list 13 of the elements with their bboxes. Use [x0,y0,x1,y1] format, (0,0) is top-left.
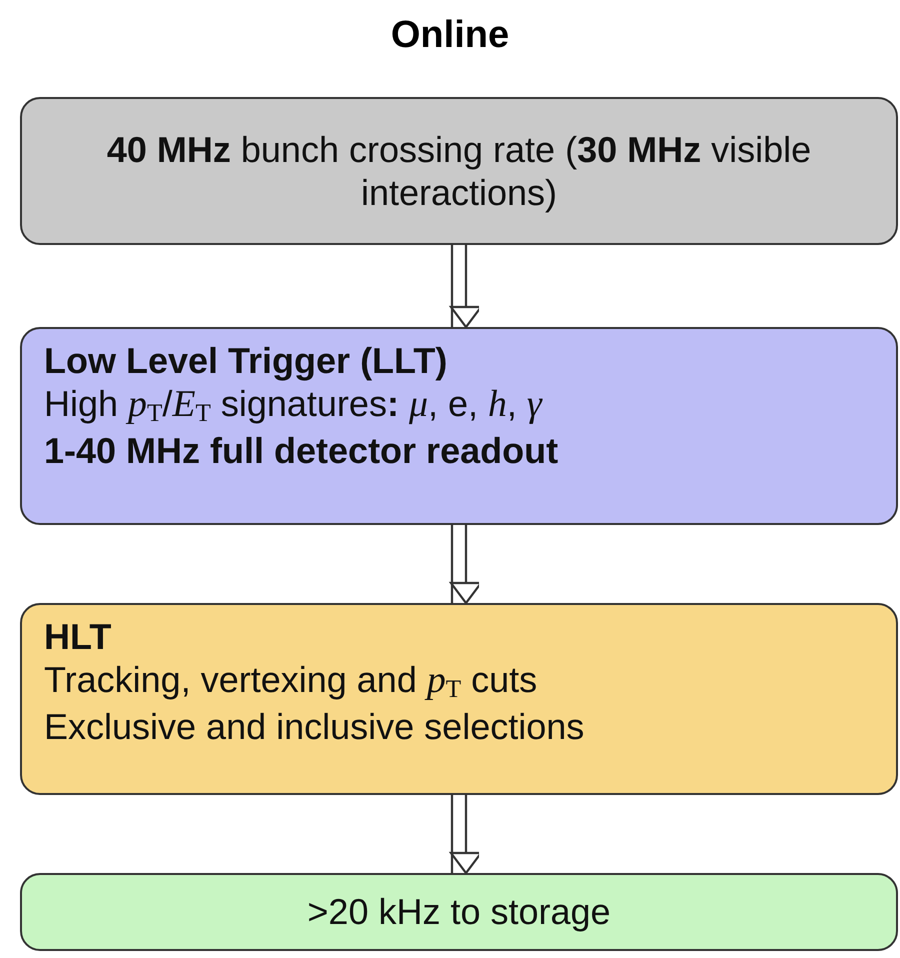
box-heading: HLT [44,615,112,658]
box-text: Tracking, vertexing and p$_{T}$ cuts [44,658,538,706]
process-box [20,97,898,245]
box-heading: Low Level Trigger (LLT) [44,339,448,382]
box-text: 1-40 MHz full detector readout [44,429,560,473]
process-box [20,873,898,951]
process-box [20,603,898,795]
box-text: Exclusive and inclusive selections [44,705,586,749]
box-text: High p$_{T}$/E$_{T}$ signatures: μ, e, h, γ [44,382,544,430]
diagram-title: Online [390,14,510,57]
box-text: 40 MHz bunch crossing rate (30 MHz visible interactions) [106,128,812,214]
process-box [20,327,898,525]
box-text: >20 kHz to storage [306,890,612,934]
